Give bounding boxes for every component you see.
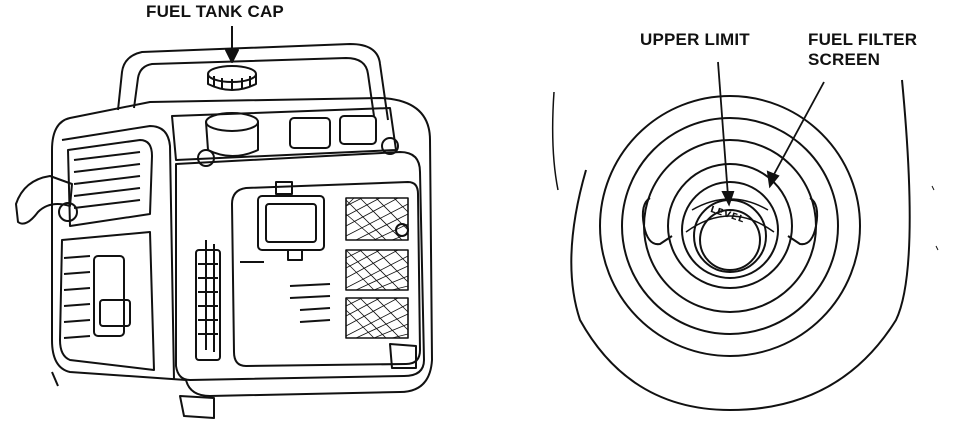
fuel-filter-screen-label-line1: FUEL FILTER [808,30,918,49]
level-mark: LEVEL [709,205,746,226]
fuel-filter-screen-label: FUEL FILTER SCREEN [808,30,917,70]
fuel-filter-screen-label-line2: SCREEN [808,50,881,69]
upper-limit-label: UPPER LIMIT [640,30,750,49]
generator-icon [15,26,433,419]
fuel-tank-cap-label: FUEL TANK CAP [146,2,284,21]
fuel-filler-neck-icon: LEVEL [551,61,939,412]
